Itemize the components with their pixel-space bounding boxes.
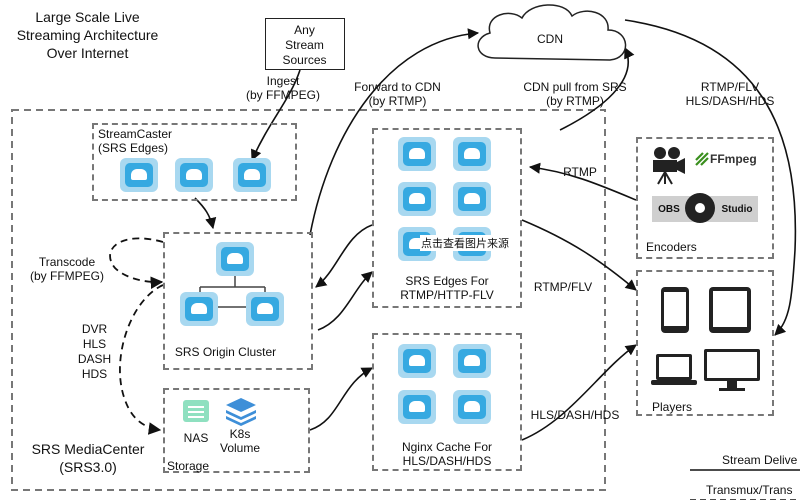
edges-to-players-arrow — [521, 219, 637, 291]
laptop-icon — [651, 354, 697, 385]
edges-server-icon-2 — [453, 137, 491, 171]
forward-to-cdn-label: Forward to CDN (by RTMP) — [354, 80, 441, 108]
dvr-arrow — [119, 284, 164, 435]
edges-to-origin-arrow — [315, 224, 373, 288]
edges-server-icon-4 — [453, 182, 491, 216]
smartphone-icon — [661, 287, 689, 333]
cdn-cloud — [477, 4, 627, 61]
film-camera-icon — [653, 147, 685, 185]
nas-label: NAS — [183, 431, 209, 445]
edges-server-icon-3 — [398, 182, 436, 216]
caster-to-origin-arrow — [194, 197, 217, 230]
ingest-label: Ingest (by FFMPEG) — [246, 74, 320, 102]
k8s-volume-label: K8s Volume — [219, 427, 261, 455]
nginx-server-icon-1 — [398, 344, 436, 378]
hls-dash-hds-label: HLS/DASH/HDS — [530, 408, 620, 422]
rtmp-flv-label: RTMP/FLV — [533, 280, 593, 294]
cdn-label: CDN — [537, 32, 563, 46]
legend-stream-delivery: Stream Delive — [722, 453, 798, 467]
origin-cluster-label: SRS Origin Cluster — [174, 345, 277, 359]
cdn-delivery-label: RTMP/FLV HLS/DASH/HDS — [685, 80, 775, 108]
cdn-pull-arrow — [559, 46, 635, 131]
edges-server-icon-1 — [398, 137, 436, 171]
obs-logo-icon-inner — [695, 203, 705, 213]
streamcaster-box: StreamCaster (SRS Edges) — [92, 123, 297, 201]
players-box: Players — [636, 270, 774, 416]
nas-icon — [183, 400, 209, 422]
encoders-to-edges-arrow — [528, 162, 637, 201]
rtmp-label: RTMP — [563, 165, 597, 179]
nginx-server-icon-4 — [453, 390, 491, 424]
nginx-cache-label: Nginx Cache For HLS/DASH/HDS — [401, 440, 493, 468]
players-label: Players — [652, 400, 693, 414]
streamcaster-server-icon-2 — [175, 158, 213, 192]
obs-logo-text-left: OBS — [658, 204, 680, 215]
origin-server-icon-top — [216, 242, 254, 276]
origin-server-icon-right — [246, 292, 284, 326]
storage-box: Storage — [163, 388, 310, 473]
storage-to-nginx-arrow — [309, 367, 373, 431]
storage-label: Storage — [167, 459, 210, 473]
encoders-label: Encoders — [646, 240, 697, 254]
diagram-title: Large Scale Live Streaming Architecture … — [16, 9, 159, 61]
nginx-server-icon-2 — [453, 344, 491, 378]
image-source-watermark[interactable]: 点击查看图片来源 — [420, 235, 510, 251]
mediacenter-frame — [11, 109, 606, 491]
streamcaster-label: StreamCaster (SRS Edges) — [98, 127, 173, 155]
stream-sources-label: Any Stream Sources — [282, 23, 327, 67]
nginx-server-icon-3 — [398, 390, 436, 424]
desktop-monitor-icon — [704, 349, 760, 391]
transcode-loop-arrow — [109, 237, 164, 289]
nginx-to-players-arrow — [521, 344, 637, 441]
ingest-arrow — [251, 69, 301, 162]
legend-transmux: Transmux/Trans — [706, 483, 793, 497]
stacked-layers-icon — [226, 398, 256, 426]
edges-box — [372, 128, 522, 308]
forward-to-cdn-arrow — [309, 28, 480, 236]
tablet-icon — [709, 287, 751, 333]
dvr-formats-label: DVR HLS DASH HDS — [77, 322, 112, 381]
cdn-to-players-arrow — [624, 19, 797, 336]
streamcaster-server-icon-3 — [233, 158, 271, 192]
mediacenter-label: SRS MediaCenter (SRS3.0) — [31, 441, 145, 475]
edges-label: SRS Edges For RTMP/HTTP-FLV — [400, 274, 494, 302]
ffmpeg-logo-icon — [695, 152, 709, 166]
nginx-cache-box — [372, 333, 522, 471]
ffmpeg-logo-text: FFmpeg — [710, 152, 757, 166]
stream-sources-box: Any Stream Sources — [265, 18, 345, 70]
origin-to-edges-arrow — [317, 271, 373, 331]
origin-server-icon-left — [180, 292, 218, 326]
streamcaster-server-icon-1 — [120, 158, 158, 192]
cdn-pull-label: CDN pull from SRS (by RTMP) — [523, 80, 627, 108]
transcode-label: Transcode (by FFMPEG) — [30, 255, 104, 283]
encoders-box: Encoders — [636, 137, 774, 259]
obs-logo-text-right: Studio — [721, 204, 753, 215]
origin-cluster-box — [163, 232, 313, 370]
